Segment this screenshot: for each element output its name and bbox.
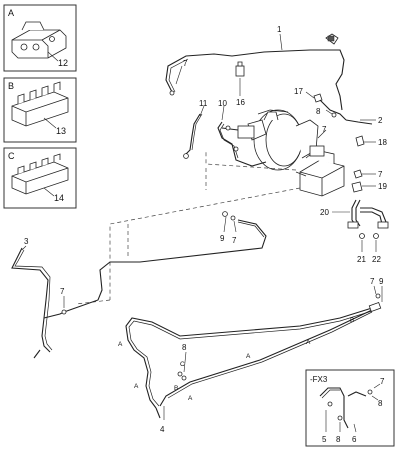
callout-10: 10 [218, 99, 227, 108]
brake-pipe-10-11: 11 10 [183, 99, 267, 167]
fx3-title: -FX3 [310, 375, 328, 384]
callout-7-left: 7 [60, 287, 65, 296]
callout-7-right: 7 [378, 170, 383, 179]
pipe-letter-b1: B [350, 317, 354, 324]
pipe-letter-a1: A [118, 341, 123, 348]
pipe-letter-a3: A [246, 353, 251, 360]
inset-b-number: 13 [56, 126, 66, 136]
callout-9-mid: 9 [220, 234, 225, 243]
inset-a-number: 12 [58, 58, 68, 68]
inset-b-letter: B [8, 81, 14, 91]
inset-c: C 14 [3, 147, 77, 209]
callout-2: 2 [378, 116, 383, 125]
abs-unit-icon [295, 145, 345, 197]
fx3-label-7: 7 [380, 377, 385, 386]
flex-hose-20: 20 21 22 [320, 199, 389, 264]
callout-22: 22 [372, 255, 381, 264]
callout-7-mid: 7 [322, 125, 327, 134]
callout-9-rear: 9 [379, 277, 384, 286]
brake-pipe-center: 9 7 [63, 211, 267, 313]
callout-7-rear: 7 [370, 277, 375, 286]
inset-c-letter: C [8, 151, 15, 161]
fx3-label-5: 5 [322, 435, 327, 444]
callout-3: 3 [24, 237, 29, 246]
inset-a-letter: A [8, 8, 14, 18]
pipe-letter-a2: A [134, 383, 139, 390]
right-fittings: 17 8 7 2 18 7 19 [294, 87, 387, 193]
callout-7-top: 7 [183, 59, 188, 68]
pipe-letter-labels: A A A A A B B C [118, 317, 354, 402]
clip-block-a-icon [11, 21, 67, 59]
inset-a: A 12 [3, 4, 77, 72]
callout-20: 20 [320, 208, 329, 217]
callout-19: 19 [378, 182, 387, 191]
fx3-label-8: 8 [336, 435, 341, 444]
callout-4: 4 [160, 425, 165, 434]
routing-dashed-lines [75, 150, 301, 305]
pipe-letter-b2: B [174, 385, 178, 392]
callout-21: 21 [357, 255, 366, 264]
pipe-letter-a4: A [306, 339, 311, 346]
callout-1: 1 [277, 25, 282, 34]
pipe-letter-a5: A [188, 395, 193, 402]
inset-c-number: 14 [54, 193, 64, 203]
pipe-letter-c: C [180, 361, 185, 368]
clip-block-c-icon [11, 153, 69, 195]
brake-pipe-rear: 4 8 7 9 [125, 277, 384, 434]
bracket-16: 16 [235, 61, 245, 107]
callout-18: 18 [378, 138, 387, 147]
brake-pipe-1: 1 7 [165, 25, 345, 111]
callout-7-lower: 7 [232, 236, 237, 245]
callout-16: 16 [236, 98, 245, 107]
fx3-label-6: 6 [352, 435, 357, 444]
callout-17: 17 [294, 87, 303, 96]
brake-booster-icon [221, 109, 319, 171]
callout-8-lower: 8 [182, 343, 187, 352]
callout-8-mid: 8 [316, 107, 321, 116]
fx3-label-8-top: 8 [378, 399, 383, 408]
brake-pipe-3: 3 7 [11, 237, 67, 359]
fx3-inset: -FX3 7 8 5 8 6 [305, 369, 395, 447]
callout-11: 11 [199, 99, 208, 108]
clip-block-b-icon [11, 81, 69, 127]
inset-b: B 13 [3, 77, 77, 143]
